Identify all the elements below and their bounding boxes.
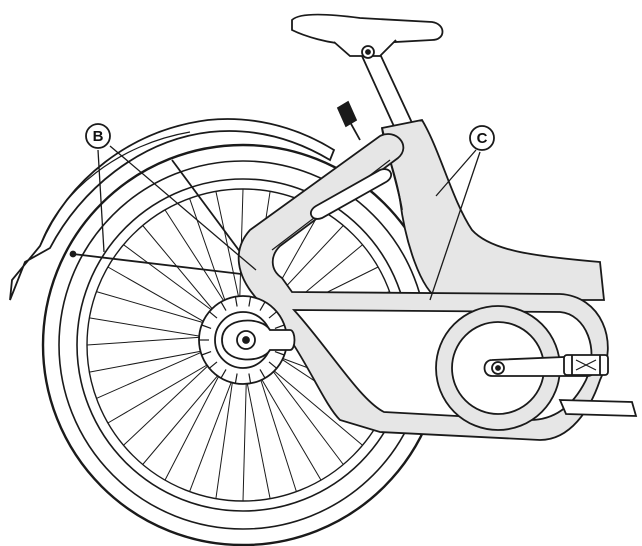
seat-assembly [291, 13, 444, 146]
sprocket-teeth [199, 296, 287, 384]
sprocket-tooth [274, 351, 285, 356]
sprocket-tooth [248, 296, 252, 307]
sprocket-tooth [274, 324, 285, 329]
sprocket-tooth [220, 369, 227, 379]
spoke [89, 317, 214, 339]
spoke [96, 346, 215, 399]
callout-c: C [429, 125, 495, 301]
spoke [142, 364, 227, 465]
spoke [215, 368, 235, 499]
callout-c-badge [469, 125, 495, 151]
sprocket-tooth [234, 373, 238, 384]
frame-cover [380, 118, 605, 301]
sprocket-tooth [208, 361, 218, 369]
spoke [123, 356, 219, 446]
spoke [215, 191, 242, 311]
spoke [96, 291, 217, 327]
callout-b-badge [85, 123, 111, 149]
spoke [123, 244, 223, 319]
sprocket-tooth [201, 324, 212, 329]
drive-unit [435, 305, 638, 431]
spoke [256, 366, 297, 492]
spoke [189, 198, 230, 314]
spoke [242, 369, 248, 502]
spoke [164, 209, 232, 313]
callout-b-label: B [93, 128, 104, 145]
spoke [254, 367, 322, 481]
sprocket-tooth [248, 373, 252, 384]
spoke [244, 369, 271, 499]
sprocket-tooth [220, 301, 227, 311]
spoke [86, 335, 214, 346]
sprocket-tooth [268, 311, 278, 319]
callout-c-label: C [477, 130, 488, 147]
callout-b: B [85, 123, 257, 271]
spoke [89, 348, 215, 373]
kickstand [558, 399, 638, 417]
sprocket-tooth [234, 296, 238, 307]
sprocket-tooth [208, 311, 218, 319]
spoke [107, 266, 216, 329]
reflector [336, 100, 358, 128]
battery-housing [380, 118, 605, 301]
saddle [291, 13, 444, 46]
rear-hub [198, 295, 296, 385]
spoke [189, 369, 237, 492]
rear-fender [9, 118, 336, 301]
sprocket-tooth [259, 369, 266, 379]
spoke [107, 357, 220, 424]
spoke [264, 360, 344, 465]
sprocket-tooth [201, 351, 212, 356]
sprocket-tooth [259, 301, 266, 311]
sprocket-tooth [268, 361, 278, 369]
spoke [263, 361, 363, 446]
spoke [164, 363, 226, 481]
spoke [142, 225, 222, 320]
